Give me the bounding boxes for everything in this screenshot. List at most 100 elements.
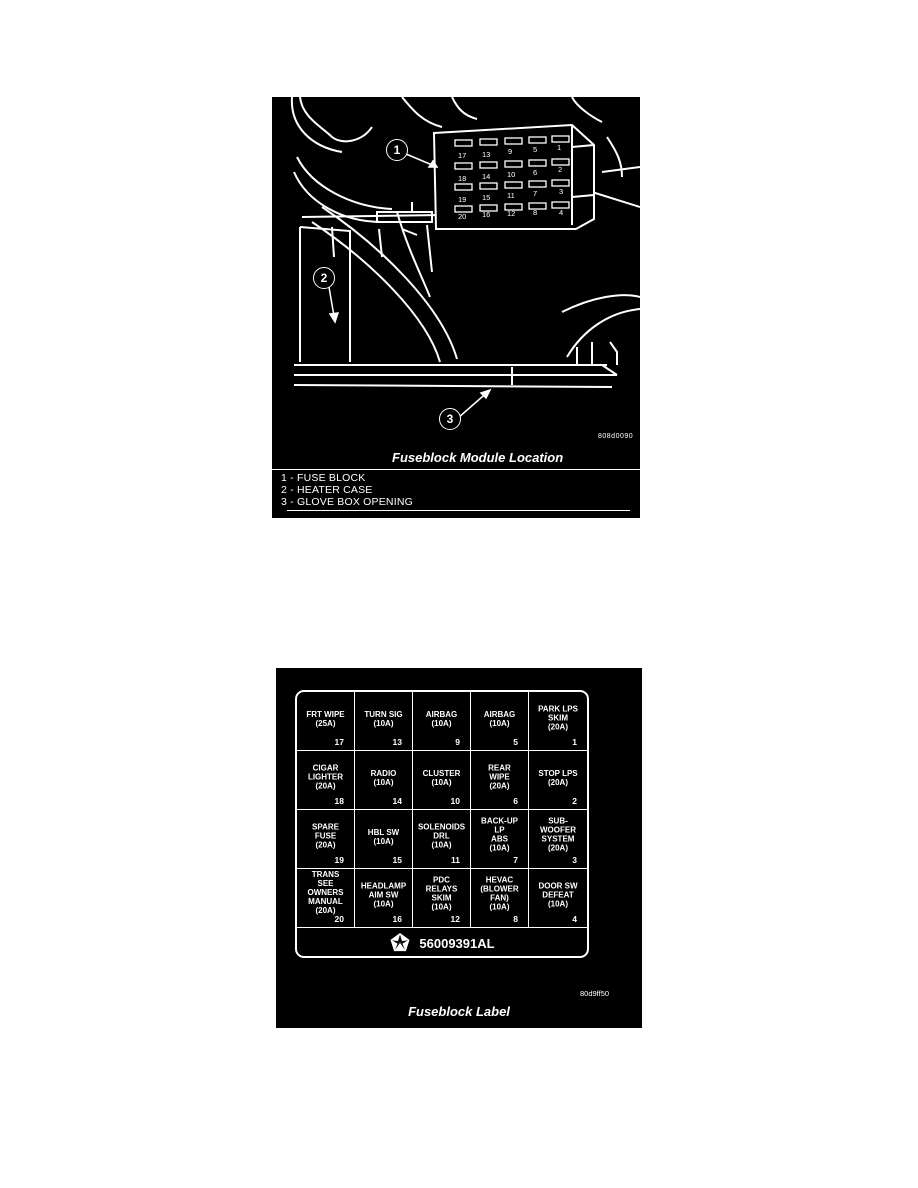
callout-2: 2 (313, 267, 335, 289)
fuse-cell: TRANS SEE OWNERS MANUAL (20A)20 (297, 869, 355, 928)
fuse-cell-label: DOOR SW DEFEAT (10A) (538, 881, 578, 909)
fuse-cell-number: 12 (450, 914, 460, 924)
fuse-cell-number: 18 (334, 796, 344, 806)
fuse-cell-number: 19 (334, 855, 344, 865)
fuse-cell-label: TURN SIG (10A) (364, 709, 403, 728)
fuse-cell-label: HEVAC (BLOWER FAN) (10A) (480, 875, 519, 912)
fuse-cell-label: RADIO (10A) (370, 768, 397, 787)
figure-caption: Fuseblock Label (408, 1004, 510, 1019)
fuse-cell-label: HEADLAMP AIM SW (10A) (360, 881, 407, 909)
fuse-block-number: 9 (508, 147, 513, 156)
fuse-block-number: 16 (482, 210, 491, 219)
fuse-cell-label: REAR WIPE (20A) (488, 763, 511, 791)
fuse-block-number: 3 (559, 187, 564, 196)
fuse-block-number: 18 (458, 174, 467, 183)
fuse-cell-label: BACK-UP LP ABS (10A) (481, 816, 518, 853)
fuse-cell: HEVAC (BLOWER FAN) (10A) 8 (471, 869, 529, 928)
fuse-block-number: 8 (533, 208, 538, 217)
fuse-cell-label: AIRBAG (10A) (425, 709, 458, 728)
fuse-cell-number: 11 (451, 855, 460, 865)
fuse-cell-number: 9 (455, 737, 460, 747)
fuse-cell-number: 16 (392, 914, 402, 924)
fuse-cell-number: 3 (572, 855, 577, 865)
fuse-grid: FRT WIPE (25A)17 TURN SIG (10A)13 AIRBAG… (297, 692, 587, 928)
fuse-block-number: 5 (533, 145, 538, 154)
fuse-cell-label: FRT WIPE (25A) (306, 709, 345, 728)
fuse-cell: HBL SW (10A) 15 (355, 810, 413, 869)
fuse-block-number: 1 (557, 143, 562, 152)
callout-1: 1 (386, 139, 408, 161)
fuse-cell: CLUSTER (10A) 10 (413, 751, 471, 810)
fuse-cell-label: CLUSTER (10A) (422, 768, 461, 787)
fuse-cell-number: 15 (392, 855, 402, 865)
fuse-cell-number: 1 (572, 737, 577, 747)
fuse-cell-label: PDC RELAYS SKIM (10A) (425, 875, 458, 912)
fuseblock-location-illustration (290, 97, 640, 419)
fuse-block-number: 6 (533, 168, 538, 177)
fuse-block-number: 13 (482, 150, 491, 159)
fuse-cell-label: AIRBAG (10A) (483, 709, 516, 728)
fuse-cell: AIRBAG (10A) 9 (413, 692, 471, 751)
fuse-cell: PARK LPS SKIM (20A) 1 (529, 692, 587, 751)
fuse-cell-label: HBL SW (10A) (367, 827, 400, 846)
part-number-row: 56009391AL (297, 928, 587, 958)
figure-code: 80d9ff50 (580, 989, 610, 998)
fuse-cell: SPARE FUSE (20A) 19 (297, 810, 355, 869)
fuse-cell-number: 13 (392, 737, 402, 747)
fuse-cell-label: SPARE FUSE (20A) (312, 822, 339, 850)
callout-3: 3 (439, 408, 461, 430)
fuse-cell: SUB- WOOFER SYSTEM (20A) 3 (529, 810, 587, 869)
legend-item: 3 - GLOVE BOX OPENING (281, 496, 413, 508)
fuse-cell-label: SUB- WOOFER SYSTEM (20A) (540, 816, 576, 853)
fuse-cell-number: 10 (450, 796, 460, 806)
fuse-cell-label: SOLENOIDS DRL (10A) (417, 822, 466, 850)
fuse-block-number: 11 (507, 191, 515, 200)
fuseblock-label-card: FRT WIPE (25A)17 TURN SIG (10A)13 AIRBAG… (295, 690, 589, 958)
fuse-cell: FRT WIPE (25A) 17 (297, 692, 355, 751)
fuse-cell: TURN SIG (10A) 13 (355, 692, 413, 751)
fuse-cell-number: 2 (572, 796, 577, 806)
fuse-block-number: 10 (507, 170, 516, 179)
fuse-cell: AIRBAG (10A) 5 (471, 692, 529, 751)
fuse-cell-label: PARK LPS SKIM (20A) (538, 704, 578, 732)
fuse-block-number: 12 (507, 209, 516, 218)
fuse-cell-number: 17 (334, 737, 344, 747)
fuse-cell: DOOR SW DEFEAT (10A) 4 (529, 869, 587, 928)
fuse-block-number: 15 (482, 193, 491, 202)
fuse-cell-label: CIGAR LIGHTER (20A) (307, 763, 344, 791)
fuse-cell: REAR WIPE (20A)6 (471, 751, 529, 810)
fuse-cell: BACK-UP LP ABS (10A) 7 (471, 810, 529, 869)
legend-divider-top (272, 469, 640, 470)
legend-divider-bottom (287, 510, 630, 511)
fuse-cell-label: STOP LPS (20A) (538, 768, 578, 787)
fuse-cell-number: 14 (392, 796, 402, 806)
fuse-block-number: 7 (533, 189, 538, 198)
fuse-block-number: 20 (458, 212, 467, 221)
fuseblock-location-figure: 1 2 3 17 13 9 5 1 18 14 10 6 2 19 15 11 … (272, 97, 640, 518)
fuse-block-number: 19 (458, 195, 467, 204)
fuse-cell-label: TRANS SEE OWNERS MANUAL (20A) (307, 870, 344, 916)
fuse-cell: RADIO (10A) 14 (355, 751, 413, 810)
fuse-cell-number: 5 (513, 737, 518, 747)
fuse-cell: HEADLAMP AIM SW (10A) 16 (355, 869, 413, 928)
fuse-cell: CIGAR LIGHTER (20A) 18 (297, 751, 355, 810)
fuse-cell-number: 8 (513, 914, 518, 924)
fuse-block-number: 14 (482, 172, 491, 181)
fuseblock-label-figure: FRT WIPE (25A)17 TURN SIG (10A)13 AIRBAG… (276, 668, 642, 1028)
fuse-cell: PDC RELAYS SKIM (10A) 12 (413, 869, 471, 928)
fuse-cell: SOLENOIDS DRL (10A) 11 (413, 810, 471, 869)
fuse-cell-number: 6 (513, 796, 518, 806)
fuse-cell-number: 20 (334, 914, 344, 924)
figure-caption: Fuseblock Module Location (392, 450, 564, 465)
figure-code: 808d0090 (598, 433, 634, 440)
fuse-cell-number: 7 (513, 855, 518, 865)
legend-item: 2 - HEATER CASE (281, 484, 373, 496)
fuse-cell-number: 4 (572, 914, 577, 924)
fuse-cell: STOP LPS (20A) 2 (529, 751, 587, 810)
fuse-block-number: 17 (458, 151, 467, 160)
pentastar-logo-icon (390, 933, 410, 952)
part-number: 56009391AL (419, 935, 495, 951)
fuse-block-number: 2 (558, 165, 563, 174)
legend-item: 1 - FUSE BLOCK (281, 472, 366, 484)
fuse-block-number: 4 (559, 208, 564, 217)
